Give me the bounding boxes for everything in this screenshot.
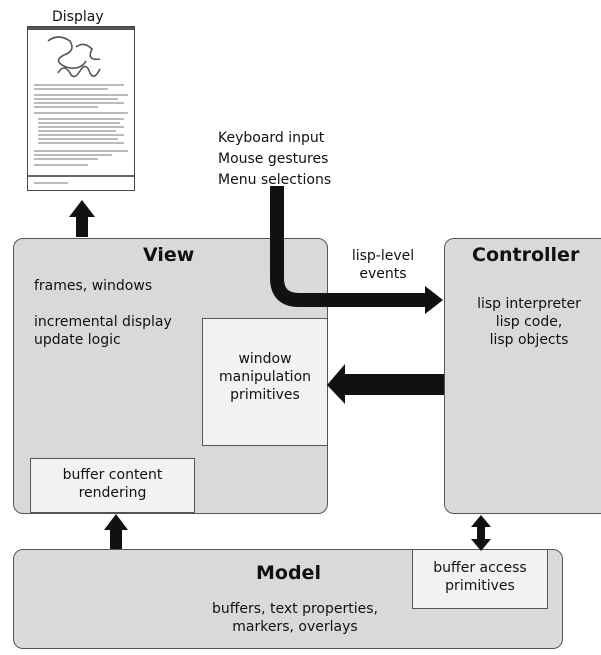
buffer-content-rendering-box xyxy=(30,458,195,513)
buffer-access-primitives: buffer access primitives xyxy=(412,559,548,595)
buffer-access-line2: primitives xyxy=(445,578,515,594)
view-incremental-display: incremental display update logic xyxy=(34,313,172,349)
window-prims-line3: primitives xyxy=(230,387,300,403)
events-label-line2: events xyxy=(359,266,407,282)
arrow-model-to-view xyxy=(104,514,128,549)
controller-line3: lisp objects xyxy=(489,332,569,348)
input-keyboard: Keyboard input xyxy=(218,130,325,146)
buffer-content-rendering: buffer content rendering xyxy=(30,466,195,502)
view-title: View xyxy=(143,244,195,266)
arrow-view-to-display xyxy=(69,200,95,237)
buffer-render-line2: rendering xyxy=(78,485,147,501)
view-frames-windows: frames, windows xyxy=(34,278,153,294)
events-label-line1: lisp-level xyxy=(351,248,415,264)
input-mouse: Mouse gestures xyxy=(218,151,329,167)
display-screen-thumbnail xyxy=(27,26,135,191)
controller-contents: lisp interpreter lisp code, lisp objects xyxy=(458,295,600,349)
window-manipulation-primitives: window manipulation primitives xyxy=(202,350,328,404)
window-prims-line2: manipulation xyxy=(218,369,312,385)
model-title: Model xyxy=(256,562,321,584)
view-incremental-line1: incremental display xyxy=(34,314,172,330)
buffer-access-line1: buffer access xyxy=(433,560,527,576)
arrow-input-to-controller xyxy=(270,186,426,307)
display-screen-image xyxy=(28,27,134,184)
model-line2: markers, overlays xyxy=(232,619,358,635)
model-contents: buffers, text properties, markers, overl… xyxy=(180,600,410,636)
controller-line2: lisp code, xyxy=(495,314,563,330)
controller-title: Controller xyxy=(472,244,580,266)
view-incremental-line2: update logic xyxy=(34,332,121,348)
input-menu: Menu selections xyxy=(218,172,332,188)
window-prims-line1: window xyxy=(238,351,292,367)
arrow-controller-model xyxy=(471,515,491,551)
display-label: Display xyxy=(52,9,104,25)
model-line1: buffers, text properties, xyxy=(212,601,378,617)
buffer-render-line1: buffer content xyxy=(62,467,163,483)
events-label: lisp-level events xyxy=(338,247,428,283)
input-sources: Keyboard input Mouse gestures Menu selec… xyxy=(218,128,331,191)
controller-box xyxy=(444,238,601,514)
arrow-controller-to-view xyxy=(327,364,444,404)
controller-line1: lisp interpreter xyxy=(477,296,581,312)
window-manipulation-primitives-box xyxy=(202,318,328,446)
